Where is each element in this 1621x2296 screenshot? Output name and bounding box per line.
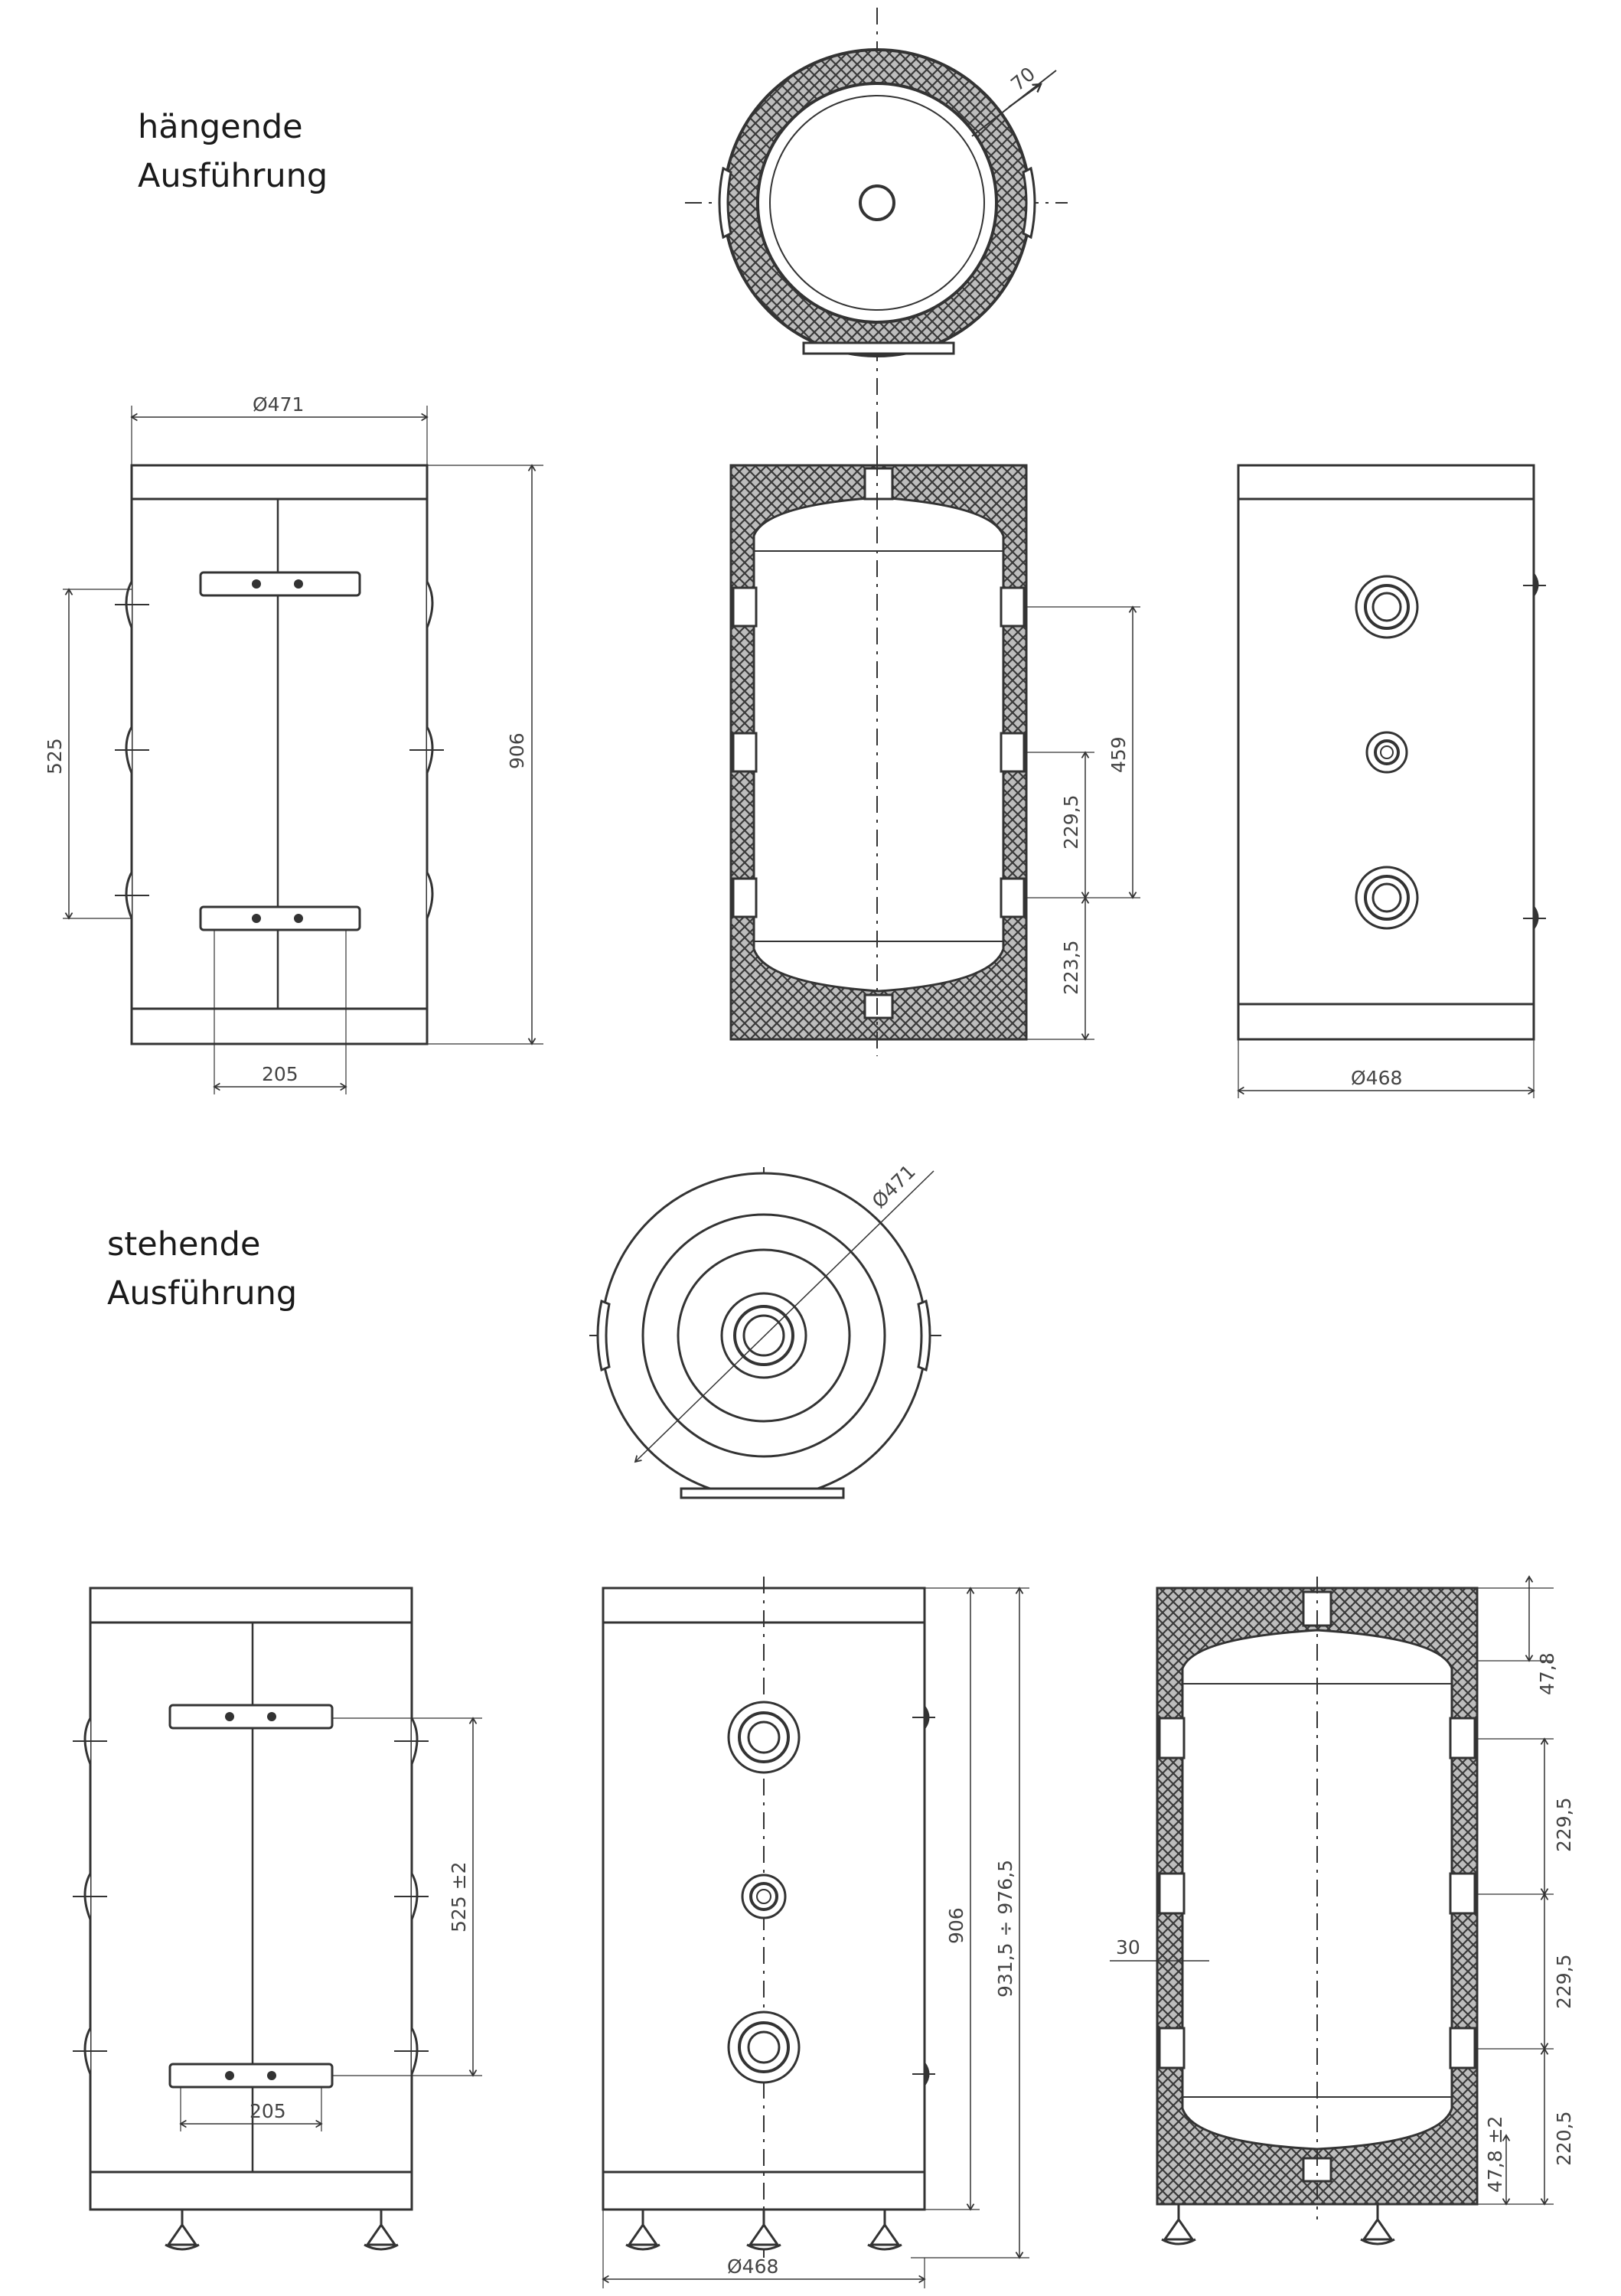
hanging-side-view: Ø471 906 525 205 (44, 393, 543, 1094)
standing-side-view: 525 ±2 205 (73, 1587, 482, 2251)
standing-front-view: 906 931,5 ÷ 976,5 Ø468 (603, 1577, 1029, 2288)
dim-standing-spacing: 525 ±2 (448, 1861, 470, 1932)
dim-section-top-478: 47,8 (1536, 1652, 1558, 1695)
dim-standing-height: 906 (945, 1907, 967, 1944)
dim-standing-height-range: 931,5 ÷ 976,5 (994, 1860, 1016, 1998)
hanging-heading-line1: hängende (138, 108, 303, 146)
hanging-back-view: Ø468 (1238, 464, 1546, 1098)
standing-section-view: 47,8 229,5 229,5 220,5 47,8 ±2 30 (1110, 1577, 1575, 2245)
standing-heading-line2: Ausführung (107, 1274, 298, 1313)
hanging-top-view: 70 (685, 8, 1068, 459)
dim-hanging-height: 906 (506, 732, 528, 769)
dim-section-229: 229,5 (1060, 794, 1082, 850)
dim-standing-top-diameter: Ø471 (868, 1160, 920, 1212)
dim-section-223: 223,5 (1060, 940, 1082, 995)
dim-hanging-bracket: 205 (262, 1063, 298, 1085)
dim-hanging-diameter: Ø471 (253, 393, 304, 416)
hanging-heading-line2: Ausführung (138, 157, 328, 195)
standing-top-view: Ø471 (589, 1160, 941, 1504)
hanging-section-view: 459 229,5 223,5 (729, 459, 1140, 1056)
dim-section-30: 30 (1116, 1936, 1140, 1958)
dim-section-229a: 229,5 (1553, 1797, 1575, 1852)
dim-section-229b: 229,5 (1553, 1954, 1575, 2009)
dim-standing-front-diameter: Ø468 (727, 2255, 778, 2278)
dim-section-459: 459 (1107, 736, 1130, 773)
standing-heading-line1: stehende (107, 1225, 261, 1264)
dim-section-478-tol: 47,8 ±2 (1484, 2116, 1506, 2193)
dim-insulation-thickness: 70 (1006, 63, 1039, 96)
dim-back-diameter: Ø468 (1351, 1067, 1402, 1089)
dim-standing-bracket: 205 (250, 2100, 286, 2122)
dim-hanging-spacing: 525 (44, 738, 66, 775)
dim-section-220: 220,5 (1553, 2111, 1575, 2166)
